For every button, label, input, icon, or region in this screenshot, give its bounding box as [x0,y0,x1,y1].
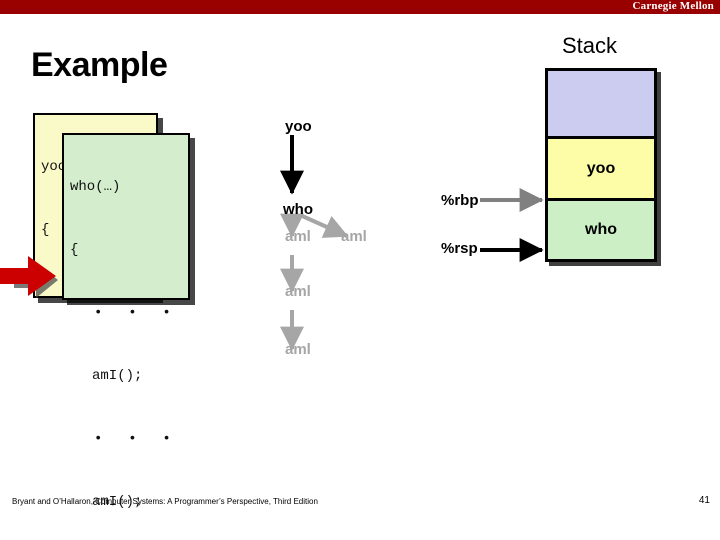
call-tree-node-aml-4: aml [285,341,311,358]
code-line: who(…) [70,179,121,195]
code-line: amI(); [92,494,143,510]
register-pointer-arrows [480,188,544,262]
call-tree-node-aml-2: aml [341,228,367,245]
top-banner: Carnegie Mellon [0,0,720,14]
code-card-who: who(…) { • • • amI(); • • • amI(); • • •… [62,133,190,510]
call-tree-node-who: who [283,201,313,218]
code-line: • • • [94,305,174,321]
page-title: Example [31,46,168,84]
call-tree-node-aml-3: aml [285,283,311,300]
red-right-arrow-icon [0,256,58,298]
code-line: { [41,222,50,238]
code-line: amI(); [92,368,143,384]
stack-diagram: yoo who [545,68,657,262]
call-tree-node-yoo: yoo [285,118,312,135]
stack-cell-yoo: yoo [548,136,654,198]
register-label-rbp: %rbp [441,192,479,209]
footer-attribution: Bryant and O’Hallaron, Computer Systems:… [12,497,318,506]
slide-page-number: 41 [698,495,710,506]
register-label-rsp: %rsp [441,240,478,257]
stack-section-title: Stack [562,33,618,58]
code-line: { [70,242,79,258]
stack-cell-empty [548,71,654,136]
institution-label: Carnegie Mellon [632,0,714,12]
call-tree-arrows [280,135,349,351]
code-line: • • • [94,431,174,447]
stack-cell-who: who [548,198,654,259]
call-tree-node-aml-1: aml [285,228,311,245]
